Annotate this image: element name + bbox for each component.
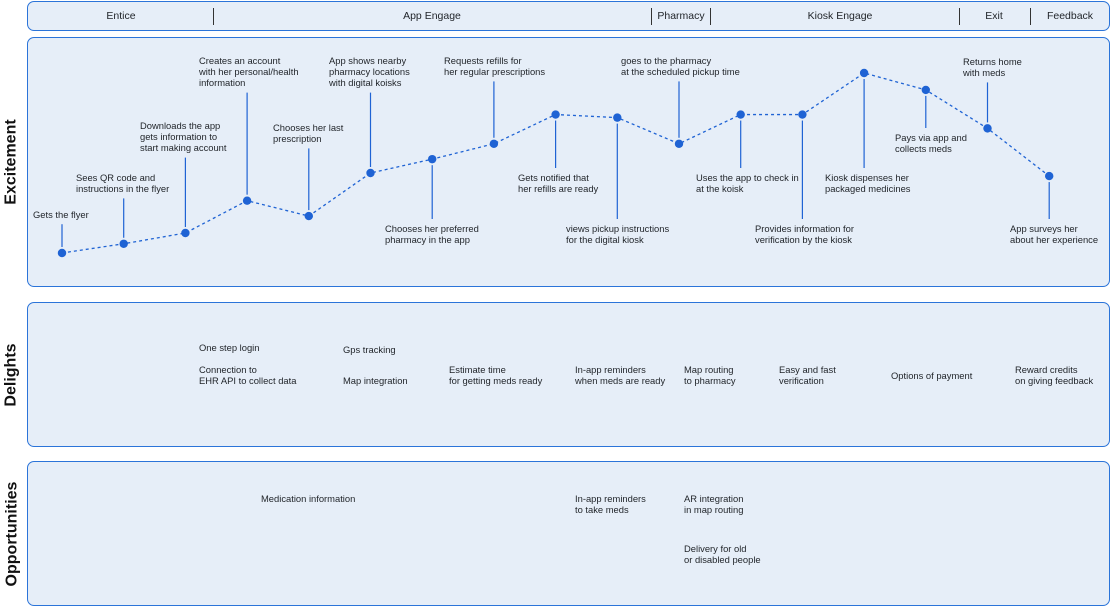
- opportunity-item: AR integration in map routing: [684, 493, 744, 516]
- opportunity-item: In-app reminders to take meds: [575, 493, 646, 516]
- phase-feedback: Feedback: [1046, 10, 1094, 22]
- delight-item: Gps tracking: [343, 344, 396, 355]
- delight-item: Map integration: [343, 375, 408, 386]
- row-label-text: Delights: [3, 342, 20, 407]
- phase-app-engage: App Engage: [403, 10, 461, 22]
- opportunities-panel: [27, 461, 1110, 606]
- row-label-excitement: Excitement: [0, 37, 24, 287]
- journey-step-label: Provides information for verification by…: [755, 223, 855, 246]
- delight-item: In-app reminders when meds are ready: [575, 364, 666, 387]
- journey-step-label: Chooses her preferred pharmacy in the ap…: [385, 223, 479, 246]
- delights-panel: [27, 302, 1110, 447]
- delight-item: One step login: [199, 342, 260, 353]
- delight-item: Easy and fast verification: [779, 364, 836, 387]
- journey-step-label: Pays via app and collects meds: [895, 132, 967, 155]
- row-label-text: Excitement: [3, 119, 20, 205]
- delight-item: Reward credits on giving feedback: [1015, 364, 1094, 387]
- opportunity-item: Delivery for old or disabled people: [684, 543, 761, 566]
- journey-step-label: Chooses her last prescription: [273, 122, 344, 145]
- opportunity-item: Medication information: [261, 493, 356, 504]
- phase-pharmacy: Pharmacy: [657, 10, 705, 22]
- phase-divider: [651, 8, 652, 25]
- phase-divider: [710, 8, 711, 25]
- journey-step-label: App shows nearby pharmacy locations with…: [329, 55, 410, 89]
- journey-step-label: Returns home with meds: [963, 56, 1022, 79]
- phase-exit: Exit: [985, 10, 1003, 22]
- journey-step-label: Uses the app to check in at the koisk: [696, 172, 799, 195]
- journey-step-label: goes to the pharmacy at the scheduled pi…: [621, 55, 740, 78]
- row-label-text: Opportunities: [3, 481, 21, 586]
- journey-step-label: Creates an account with her personal/hea…: [199, 55, 299, 89]
- phase-bar: Entice App Engage Pharmacy Kiosk Engage …: [27, 1, 1110, 31]
- delight-item: Estimate time for getting meds ready: [449, 364, 543, 387]
- row-label-opportunities: Opportunities: [0, 461, 24, 606]
- row-label-delights: Delights: [0, 302, 24, 447]
- delight-item: Connection to EHR API to collect data: [199, 364, 297, 387]
- journey-step-label: Kiosk dispenses her packaged medicines: [825, 172, 911, 195]
- journey-step-label: App surveys her about her experience: [1010, 223, 1099, 246]
- phase-divider: [959, 8, 960, 25]
- phase-entice: Entice: [106, 10, 136, 22]
- journey-step-label: Requests refills for her regular prescri…: [444, 55, 546, 78]
- journey-step-label: Gets notified that her refills are ready: [518, 172, 599, 195]
- phase-kiosk-engage: Kiosk Engage: [807, 10, 873, 22]
- delight-item: Map routing to pharmacy: [684, 364, 736, 387]
- journey-step-label: Downloads the app gets information to st…: [140, 120, 227, 154]
- phase-divider: [213, 8, 214, 25]
- excitement-panel: [27, 37, 1110, 287]
- journey-step-label: Sees QR code and instructions in the fly…: [76, 172, 170, 195]
- delight-item: Options of payment: [891, 370, 973, 381]
- journey-step-label: views pickup instructions for the digita…: [566, 223, 670, 246]
- journey-step-label: Gets the flyer: [33, 209, 89, 220]
- phase-divider: [1030, 8, 1031, 25]
